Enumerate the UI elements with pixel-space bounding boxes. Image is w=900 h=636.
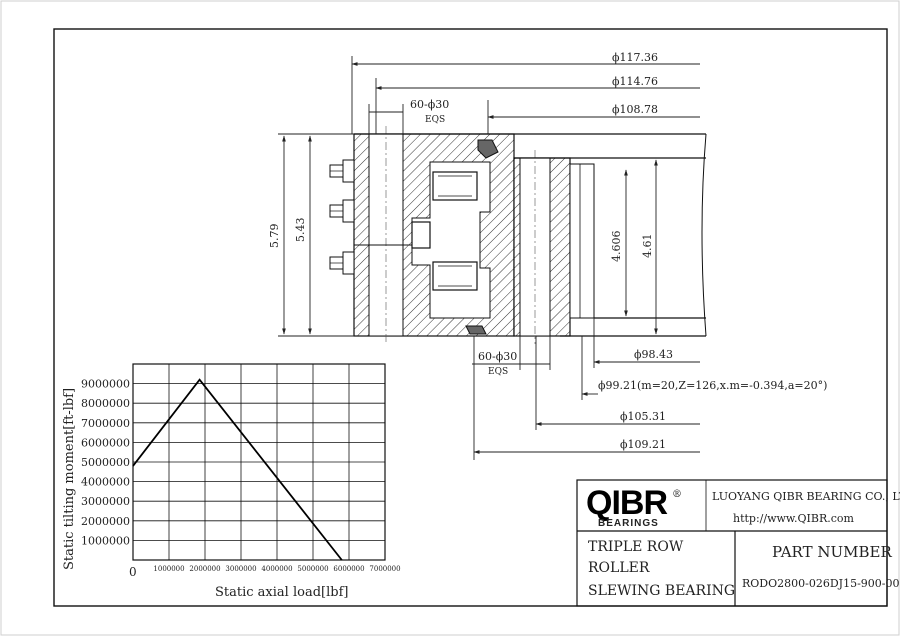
bottom-seal [465,325,487,335]
chart-y-axis-label: Static tilting moment[ft-lbf] [62,388,77,570]
dimension-lines-inner [624,159,658,335]
chart-x-tick-label: 4000000 [261,565,292,573]
chart-y-tick-label: 3000000 [81,495,130,508]
dim-phi-114-76: ϕ114.76 [612,75,658,88]
company-website: http://www.QIBR.com [733,512,855,525]
part-number: RODO2800-026DJ15-900-000 [742,577,900,590]
load-chart: 1000000 2000000 3000000 4000000 5000000 60000… [81,363,401,573]
chart-series-line [132,378,343,561]
company-name: LUOYANG QIBR BEARING CO., LTD [712,490,900,503]
upper-roller [432,171,478,201]
drawing-border [53,28,888,607]
gear-teeth [569,163,595,319]
part-number-label: PART NUMBER [772,543,892,561]
chart-y-tick-label: 6000000 [81,436,130,449]
chart-y-tick-label: 7000000 [81,417,130,430]
product-line-1: TRIPLE ROW [588,539,684,555]
chart-y-tick-label: 9000000 [81,378,130,391]
dim-phi-98-43: ϕ98.43 [634,348,673,361]
chart-x-tick-label: 5000000 [297,565,328,573]
dim-phi-109-21: ϕ109.21 [620,438,666,451]
chart-x-tick-label: 2000000 [189,565,220,573]
dim-phi-99-21-gear: ϕ99.21(m=20,Z=126,x.m=-0.394,a=20°) [598,379,827,392]
dimension-lines-bottom [472,318,700,460]
radial-roller [411,221,431,249]
chart-x-axis-label: Static axial load[lbf] [215,585,348,600]
qibr-logo-sub: BEARINGS [598,518,659,529]
dim-height-4-606: 4.606 [610,231,623,263]
dimension-lines-top [351,56,700,134]
chart-x-tick-label: 3000000 [225,565,256,573]
dim-bolt-holes-top: 60-ϕ30 [410,98,449,111]
dim-phi-108-78: ϕ108.78 [612,103,658,116]
chart-y-tick-label: 1000000 [81,534,130,547]
bearing-section [329,126,707,344]
top-seal [477,139,499,159]
lower-roller [432,261,478,291]
registered-mark: ® [672,489,682,500]
product-line-2: ROLLER [588,560,650,576]
chart-y-tick-label: 5000000 [81,456,130,469]
chart-y-tick-label: 8000000 [81,397,130,410]
dim-height-5-79: 5.79 [268,224,281,249]
qibr-logo: QIBR [586,484,667,522]
chart-y-tick-label: 4000000 [81,476,130,489]
product-line-3: SLEWING BEARING [588,583,735,599]
chart-origin-label: 0 [129,565,137,579]
chart-x-tick-label: 7000000 [369,565,400,573]
bolts [329,159,355,275]
chart-y-tick-label: 2000000 [81,515,130,528]
dim-phi-105-31: ϕ105.31 [620,410,666,423]
dim-phi-117-36: ϕ117.36 [612,51,658,64]
chart-x-tick-label: 1000000 [153,565,184,573]
dim-bolt-holes-bottom: 60-ϕ30 [478,350,517,363]
dim-height-4-61: 4.61 [641,234,654,259]
dim-height-5-43: 5.43 [294,218,307,243]
chart-x-tick-label: 6000000 [333,565,364,573]
dim-eqs-top: EQS [425,115,445,125]
title-block [576,479,888,607]
dim-eqs-bottom: EQS [488,367,508,377]
dimension-lines-left [278,133,354,337]
